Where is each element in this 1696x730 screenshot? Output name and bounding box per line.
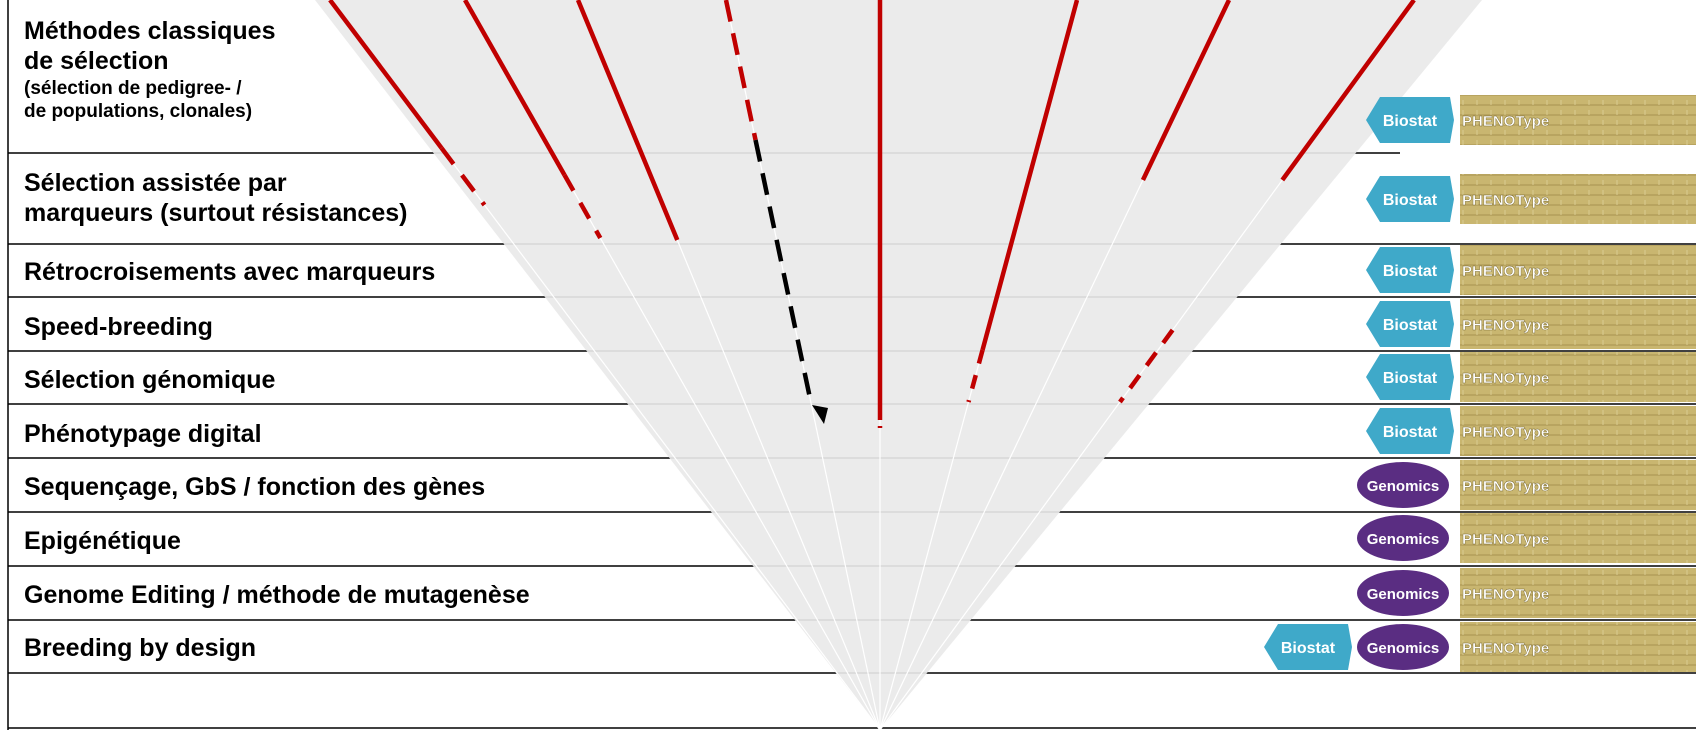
- phenotype-badge: PHENOType: [1460, 406, 1696, 456]
- biostat-badge: Biostat: [1366, 176, 1454, 222]
- genomics-label: Genomics: [1367, 531, 1440, 548]
- biostat-hexagon: [1366, 97, 1454, 143]
- phenotype-badge: PHENOType: [1460, 245, 1696, 295]
- arrow-3: [575, 0, 680, 241]
- biostat-hexagon: [1366, 247, 1454, 293]
- arrow-4-black-dashed: [753, 139, 814, 406]
- row-label-retrocroisements: Rétrocroisements avec marqueurs: [24, 258, 436, 286]
- row-label-genome-editing: Genome Editing / méthode de mutagenèse: [24, 581, 530, 609]
- fan-background: [315, 0, 1482, 730]
- biostat-badge: Biostat: [1366, 301, 1454, 347]
- biostat-badge: Biostat: [1366, 354, 1454, 400]
- row-label-epigenetique: Epigénétique: [24, 527, 181, 555]
- phenotype-tile: [1460, 95, 1696, 145]
- phenotype-badge: PHENOType: [1460, 174, 1696, 224]
- phenotype-tile: [1460, 174, 1696, 224]
- phenotype-tile: [1460, 568, 1696, 618]
- arrow-methodes-classiques: [328, 0, 444, 150]
- phenotype-label: PHENOType: [1462, 317, 1549, 334]
- phenotype-label: PHENOType: [1462, 263, 1549, 280]
- arrow-8-dashed: [1118, 328, 1175, 404]
- phenotype-label: PHENOType: [1462, 113, 1549, 130]
- phenotype-label: PHENOType: [1462, 478, 1549, 495]
- biostat-label: Biostat: [1383, 317, 1438, 334]
- genomics-ellipse: [1357, 462, 1449, 508]
- phenotype-tile: [1460, 406, 1696, 456]
- phenotype-badge: PHENOType: [1460, 513, 1696, 563]
- phenotype-badge: PHENOType: [1460, 622, 1696, 672]
- biostat-label: Biostat: [1383, 192, 1438, 209]
- biostat-hexagon: [1366, 408, 1454, 454]
- phenotype-badge: PHENOType: [1460, 568, 1696, 618]
- row-label-breeding-by-design: Breeding by design: [24, 634, 256, 662]
- biostat-hexagon: [1366, 301, 1454, 347]
- genomics-ellipse: [1357, 515, 1449, 561]
- arrow-2: [463, 0, 567, 177]
- row-label-selection-genomique: Sélection génomique: [24, 366, 276, 394]
- phenotype-label: PHENOType: [1462, 424, 1549, 441]
- fan-guide-line: [725, 0, 881, 730]
- phenotype-badge: PHENOType: [1460, 299, 1696, 349]
- phenotype-tile: [1460, 460, 1696, 510]
- biostat-label: Biostat: [1383, 113, 1438, 130]
- phenotype-badge: PHENOType: [1460, 95, 1696, 145]
- phenotype-label: PHENOType: [1462, 531, 1549, 548]
- biostat-hexagon: [1366, 176, 1454, 222]
- biostat-badge: Biostat: [1366, 247, 1454, 293]
- biostat-badge: Biostat: [1264, 624, 1352, 670]
- biostat-hexagon: [1366, 354, 1454, 400]
- genomics-label: Genomics: [1367, 478, 1440, 495]
- biostat-label: Biostat: [1281, 640, 1336, 657]
- arrow-8: [1280, 0, 1416, 182]
- genomics-ellipse: [1357, 570, 1449, 616]
- phenotype-badge: PHENOType: [1460, 352, 1696, 402]
- biostat-badge: Biostat: [1366, 97, 1454, 143]
- biostat-label: Biostat: [1383, 263, 1438, 280]
- genomics-badge: Genomics: [1357, 624, 1449, 670]
- arrow-methodes-classiques-dashed: [439, 146, 487, 207]
- phenotype-badge: PHENOType: [1460, 460, 1696, 510]
- row-label-sequencage: Sequençage, GbS / fonction des gènes: [24, 473, 486, 501]
- phenotype-label: PHENOType: [1462, 370, 1549, 387]
- phenotype-label: PHENOType: [1462, 640, 1549, 657]
- phenotype-tile: [1460, 245, 1696, 295]
- biostat-badge: Biostat: [1366, 408, 1454, 454]
- phenotype-label: PHENOType: [1462, 192, 1549, 209]
- genomics-badge: Genomics: [1357, 462, 1449, 508]
- genomics-ellipse: [1357, 624, 1449, 670]
- genomics-label: Genomics: [1367, 640, 1440, 657]
- arrow-2-dashed: [562, 173, 603, 240]
- biostat-hexagon: [1264, 624, 1352, 670]
- phenotype-tile: [1460, 513, 1696, 563]
- arrow-6: [980, 0, 1080, 351]
- arrow-7: [1140, 0, 1232, 181]
- row-label-methodes-classiques: Méthodes classiques de sélection (sélect…: [24, 17, 276, 122]
- phenotype-tile: [1460, 622, 1696, 672]
- arrow-4-head: [812, 405, 828, 424]
- phenotype-label: PHENOType: [1462, 586, 1549, 603]
- genomics-label: Genomics: [1367, 586, 1440, 603]
- arrow-4-red-dashed: [723, 0, 758, 141]
- row-label-selection-assistee: Sélection assistée par marqueurs (surtou…: [24, 169, 408, 227]
- genomics-badge: Genomics: [1357, 515, 1449, 561]
- row-label-speed-breeding: Speed-breeding: [24, 313, 213, 341]
- arrow-6-dashed: [966, 349, 985, 403]
- phenotype-tile: [1460, 299, 1696, 349]
- genomics-badge: Genomics: [1357, 570, 1449, 616]
- phenotype-tile: [1460, 352, 1696, 402]
- biostat-label: Biostat: [1383, 424, 1438, 441]
- biostat-label: Biostat: [1383, 370, 1438, 387]
- row-label-phenotypage-digital: Phénotypage digital: [24, 420, 262, 448]
